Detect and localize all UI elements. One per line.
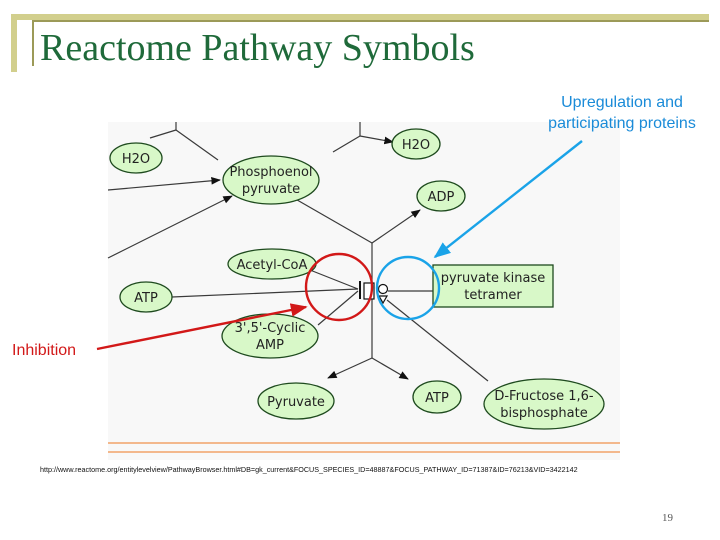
node-h2o-right-label: H2O xyxy=(402,138,430,153)
node-pyruvate: Pyruvate xyxy=(257,382,335,420)
inhibition-label: Inhibition xyxy=(12,342,77,359)
slide-number: 19 xyxy=(662,512,673,524)
decorative-vertical-bar xyxy=(11,14,17,72)
edge-to-h2o-right xyxy=(359,135,394,145)
node-atp-left: ATP xyxy=(119,281,173,313)
node-pyruvate-label: Pyruvate xyxy=(267,395,325,410)
node-pk-line2: tetramer xyxy=(464,288,522,303)
reaction-edges xyxy=(107,122,489,382)
node-h2o-left: H2O xyxy=(109,142,163,174)
inhibition-callout-arrow xyxy=(96,303,308,351)
edge-junction-to-adp xyxy=(371,209,421,244)
node-atp-left-label: ATP xyxy=(134,291,158,306)
node-pep-line2: pyruvate xyxy=(242,182,300,197)
upregulation-highlight-circle xyxy=(375,255,441,321)
stimulation-symbol xyxy=(377,295,389,305)
edge-to-pep xyxy=(107,176,221,191)
node-atp-bottom-label: ATP xyxy=(425,391,449,406)
upregulation-callout-arrow xyxy=(433,140,583,259)
edge-to-pyruvate xyxy=(327,357,373,379)
catalysis-symbol xyxy=(377,283,389,295)
source-url: http://www.reactome.org/entitylevelview/… xyxy=(40,465,578,474)
node-atp-bottom: ATP xyxy=(412,380,462,414)
node-camp-line2: AMP xyxy=(256,338,284,353)
inhibition-highlight-circle xyxy=(304,252,374,322)
node-acetyl-coa: Acetyl-CoA xyxy=(227,248,317,280)
node-camp-line1: 3',5'-Cyclic xyxy=(235,321,306,336)
node-adp: ADP xyxy=(416,180,466,212)
decorative-vertical-line xyxy=(32,20,34,66)
node-fructose-line1: D-Fructose 1,6- xyxy=(494,389,594,404)
edge-left-diagonal xyxy=(107,195,233,259)
decorative-horizontal-line xyxy=(32,20,709,22)
node-h2o-right: H2O xyxy=(391,128,441,160)
node-phosphoenolpyruvate: Phosphoenol pyruvate xyxy=(222,155,320,205)
edge-pep-to-junction xyxy=(284,192,373,244)
edge-atp-to-reaction xyxy=(171,288,359,298)
edge-top-right-fork-left xyxy=(332,135,361,153)
edge-camp-to-reaction xyxy=(317,290,359,326)
upregulation-label: Upregulation and participating proteins xyxy=(534,92,710,134)
decorative-horizontal-bar xyxy=(11,14,709,20)
node-pk-line1: pyruvate kinase xyxy=(441,271,546,286)
edge-top-fork-right xyxy=(175,129,219,161)
node-pyruvate-kinase-tetramer: pyruvate kinase tetramer xyxy=(432,264,554,308)
upregulation-label-line2: participating proteins xyxy=(548,115,696,132)
node-acetyl-coa-label: Acetyl-CoA xyxy=(237,258,308,273)
node-pep-line1: Phosphoenol xyxy=(229,165,312,180)
node-h2o-left-label: H2O xyxy=(122,152,150,167)
edge-to-atp-bottom xyxy=(371,357,409,380)
node-fructose-line2: bisphosphate xyxy=(500,406,587,421)
upregulation-label-line1: Upregulation and xyxy=(561,94,683,111)
node-camp: 3',5'-Cyclic AMP xyxy=(221,313,319,359)
slide-title: Reactome Pathway Symbols xyxy=(40,27,475,69)
edge-fructose-to-reaction xyxy=(386,299,489,382)
node-fructose-bisphosphate: D-Fructose 1,6- bisphosphate xyxy=(483,378,605,430)
edge-top-fork-left xyxy=(149,129,177,139)
node-adp-label: ADP xyxy=(428,190,455,205)
edge-acetylcoa-to-reaction xyxy=(309,269,359,290)
